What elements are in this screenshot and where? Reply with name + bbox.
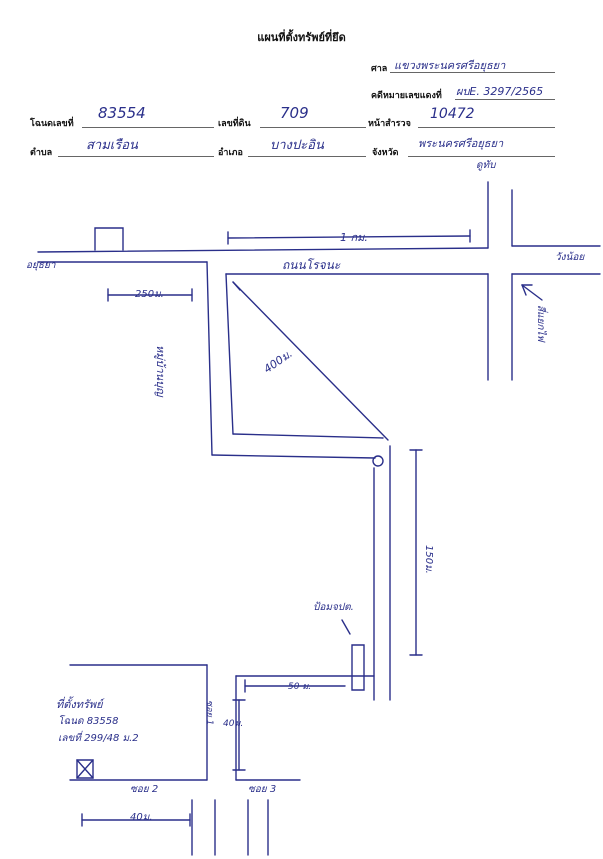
dist-250-label: 250ม. — [135, 289, 164, 300]
dist-1km-label: 1 กม. — [340, 231, 368, 244]
soi1-label: ซอย 1 — [204, 700, 214, 726]
land-no-label: เลขที่ดิน — [218, 119, 251, 129]
dest-west-label: อยุธยา — [26, 260, 56, 271]
dist-50-label: 50 ม. — [288, 682, 312, 692]
landmark-building — [94, 227, 124, 251]
post-office-box — [351, 644, 365, 691]
province-label: จังหวัด — [372, 148, 399, 158]
case-line — [455, 99, 555, 100]
subdistrict-label: ตำบล — [30, 148, 53, 158]
post-office-label: ป้อมจปต. — [313, 602, 354, 613]
deed-line — [82, 127, 214, 128]
side-road-right-edge — [225, 273, 234, 435]
property-address: เลขที่ 299/48 ม.2 — [58, 733, 139, 744]
district-label: อำเภอ — [218, 148, 243, 158]
direction-arrow — [521, 284, 543, 301]
traffic-light-circle — [372, 455, 384, 467]
dist-150-label: 150ม. — [423, 545, 434, 574]
case-label: คดีหมายเลขแดงที่ — [371, 91, 442, 101]
dest-north-label: ดูทับ — [476, 160, 496, 171]
court-value: แขวงพระนครศรีอยุธยา — [394, 59, 506, 72]
survey-line — [418, 127, 555, 128]
inner-road-top-edge — [232, 433, 384, 439]
province-line — [408, 156, 555, 157]
district-value: บางปะอิน — [270, 138, 324, 153]
dist-40-v-label: 40ม. — [223, 719, 244, 729]
subdistrict-value: สามเรือน — [86, 138, 138, 153]
land-no-line — [260, 127, 366, 128]
survey-value: 10472 — [430, 106, 475, 122]
dim-1km — [227, 235, 471, 239]
main-road-top-edge — [37, 247, 489, 253]
diagonal-400m — [232, 281, 389, 441]
side-road-left-edge — [206, 261, 213, 456]
province-value: พระนครศรีอยุธยา — [418, 137, 504, 150]
diagonal-arrow-a — [232, 281, 241, 291]
road-side-label: หมู่บ้านบุญ — [154, 345, 167, 397]
subdistrict-line — [58, 156, 214, 157]
dest-east-label: วังน้อย — [555, 252, 585, 263]
post-office-arrow — [341, 619, 351, 635]
soi2-label: ซอย 2 — [130, 784, 159, 795]
court-line — [390, 72, 555, 73]
deed-value: 83554 — [98, 104, 146, 122]
inner-road-bottom-edge — [211, 454, 376, 459]
traffic-light-label: สี่แยกไฟ — [535, 305, 546, 342]
land-no-value: 709 — [280, 104, 309, 122]
document-title: แผนที่ตั้งทรัพย์ที่ยึด — [257, 31, 346, 44]
road-main-label: ถนนโรจนะ — [282, 258, 341, 272]
soi3-label: ซอย 3 — [248, 784, 277, 795]
district-line — [248, 156, 366, 157]
survey-label: หน้าสำรวจ — [368, 119, 411, 129]
dist-40-h-label: 40ม. — [130, 812, 153, 823]
property-deed: โฉนด 83558 — [58, 716, 119, 727]
property-title: ที่ตั้งทรัพย์ — [56, 698, 103, 711]
property-cross-b — [76, 759, 94, 779]
deed-label: โฉนดเลขที่ — [30, 119, 74, 129]
direction-arrow-head-a — [521, 284, 527, 296]
case-value: ผบE. 3297/2565 — [456, 85, 544, 98]
court-label: ศาล — [371, 64, 388, 74]
